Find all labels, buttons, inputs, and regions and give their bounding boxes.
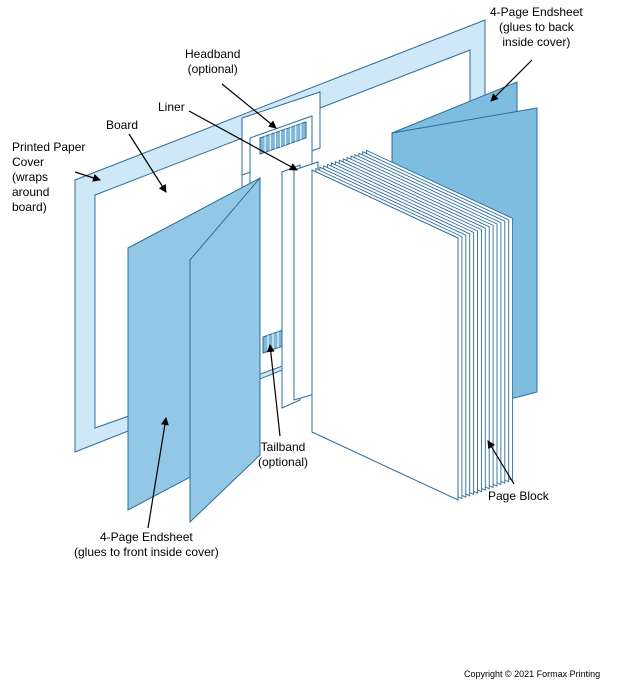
cover-label-line-2: Cover [12,155,45,169]
back-endsheet-arrow [490,59,533,102]
page-block-label: Page Block [488,489,549,503]
liner-label: Liner [158,100,185,114]
back-endsheet-label-line-3: inside cover) [502,35,571,49]
tailband-label-line-1: Tailband [260,440,306,454]
cover-label-line-1: Printed Paper [12,140,86,154]
cover-label-line-3: (wraps [12,170,49,184]
front-endsheet-label-line-1: 4-Page Endsheet [99,530,193,544]
board-label: Board [106,118,139,132]
cover-label-line-5: board) [12,200,47,214]
back-endsheet-label-line-2: (glues to back [499,20,574,34]
tailband-label: Tailband (optional) [258,440,308,470]
back-endsheet-label-line-1: 4-Page Endsheet [490,5,583,19]
copyright-notice: Copyright © 2021 Formax Printing [464,669,601,679]
tailband-arrow [266,344,281,437]
tailband-label-line-2: (optional) [258,455,309,469]
page-block-arrow [487,440,515,485]
back-endsheet-label: 4-Page Endsheet (glues to back inside co… [490,5,583,50]
board-arrow [128,133,167,193]
cover-label-line-4: around [12,185,50,199]
headband-label: Headband (optional) [185,47,240,77]
headband [259,121,307,155]
headband-label-line-2: (optional) [187,62,238,76]
front-endsheet-label-line-2: (glues to front inside cover) [74,545,219,559]
front-endsheet-front-leaf [189,176,261,524]
headband-label-line-1: Headband [185,47,241,61]
page-block-front [311,169,459,501]
front-endsheet-label: 4-Page Endsheet (glues to front inside c… [74,530,219,560]
cover-label: Printed Paper Cover (wraps around board) [12,140,85,215]
liner-arrow [188,110,298,171]
cover-arrow [74,171,101,182]
front-endsheet-arrow [147,417,169,529]
headband-arrow [221,83,277,129]
